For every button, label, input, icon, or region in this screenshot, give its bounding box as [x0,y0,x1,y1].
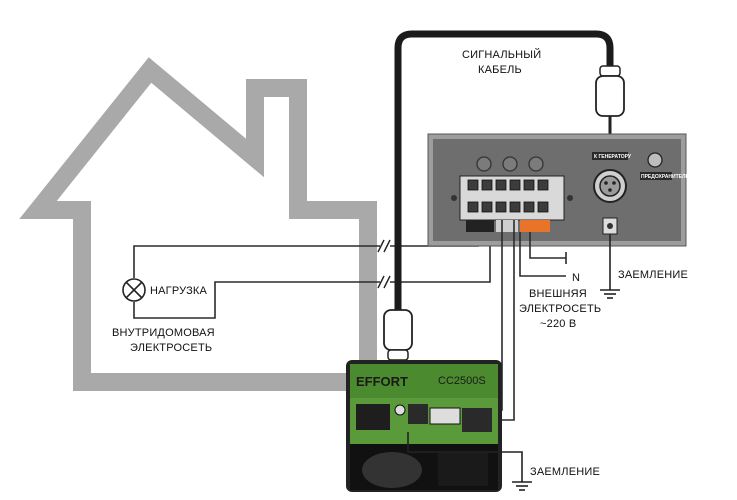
generator-ground-label: ЗАЕМЛЕНИЕ [530,466,600,478]
generator-outlet-icon [429,407,461,425]
generator-brand: EFFORT [356,374,408,389]
indoor-wiring [133,245,380,319]
house-outline [19,57,377,391]
indicator-lamp-icon [528,156,544,172]
terminal-label-mains [520,220,550,232]
external-network-label-3: ~220 В [540,318,576,330]
panel-plug-connector [595,65,625,140]
connector-label-plate [592,152,628,160]
connector-label: К ГЕНЕРАТОРУ [594,154,632,160]
generator-top-panel [350,364,498,398]
generator: EFFORT CC2500S [346,360,502,492]
panel-ground-label: ЗАЕМЛЕНИЕ [618,269,688,281]
signal-cable-label-2: КАБЕЛЬ [478,64,522,76]
ats-panel: К ГЕНЕРАТОРУ ПРЕДОХРАНИТЕЛЬ [427,133,689,247]
generator-ground-symbol [407,432,532,491]
neutral-label: N [572,272,580,284]
mount-screw-icon [567,195,573,201]
panel-ground-symbol [600,234,620,299]
load-label: НАГРУЗКА [150,285,208,297]
terminal-screws [467,179,549,213]
external-network-label-1: ВНЕШНЯЯ [529,288,587,300]
generator-engine-icon [362,452,422,488]
wire-break-marks [377,239,391,289]
generator-plug-connector [383,309,413,361]
signal-cable-label-1: СИГНАЛЬНЫЙ [462,48,541,61]
fuse-label: ПРЕДОХРАНИТЕЛЬ [641,174,689,180]
generator-switch-icon [394,404,406,416]
external-network-label-2: ЭЛЕКТРОСЕТЬ [519,303,601,315]
terminal-label-house [466,220,494,232]
indoor-network-label-1: ВНУТРИДОМОВАЯ [112,327,215,339]
indoor-network-label-2: ЭЛЕКТРОСЕТЬ [130,342,212,354]
load-lamp-icon [122,278,146,302]
external-network-wires [519,232,567,277]
house [19,57,377,391]
fuse-icon [647,152,663,168]
generator-model: CC2500S [438,375,486,387]
indicator-lamp-icon [476,156,492,172]
indicator-lamp-icon [502,156,518,172]
mount-screw-icon [451,195,457,201]
